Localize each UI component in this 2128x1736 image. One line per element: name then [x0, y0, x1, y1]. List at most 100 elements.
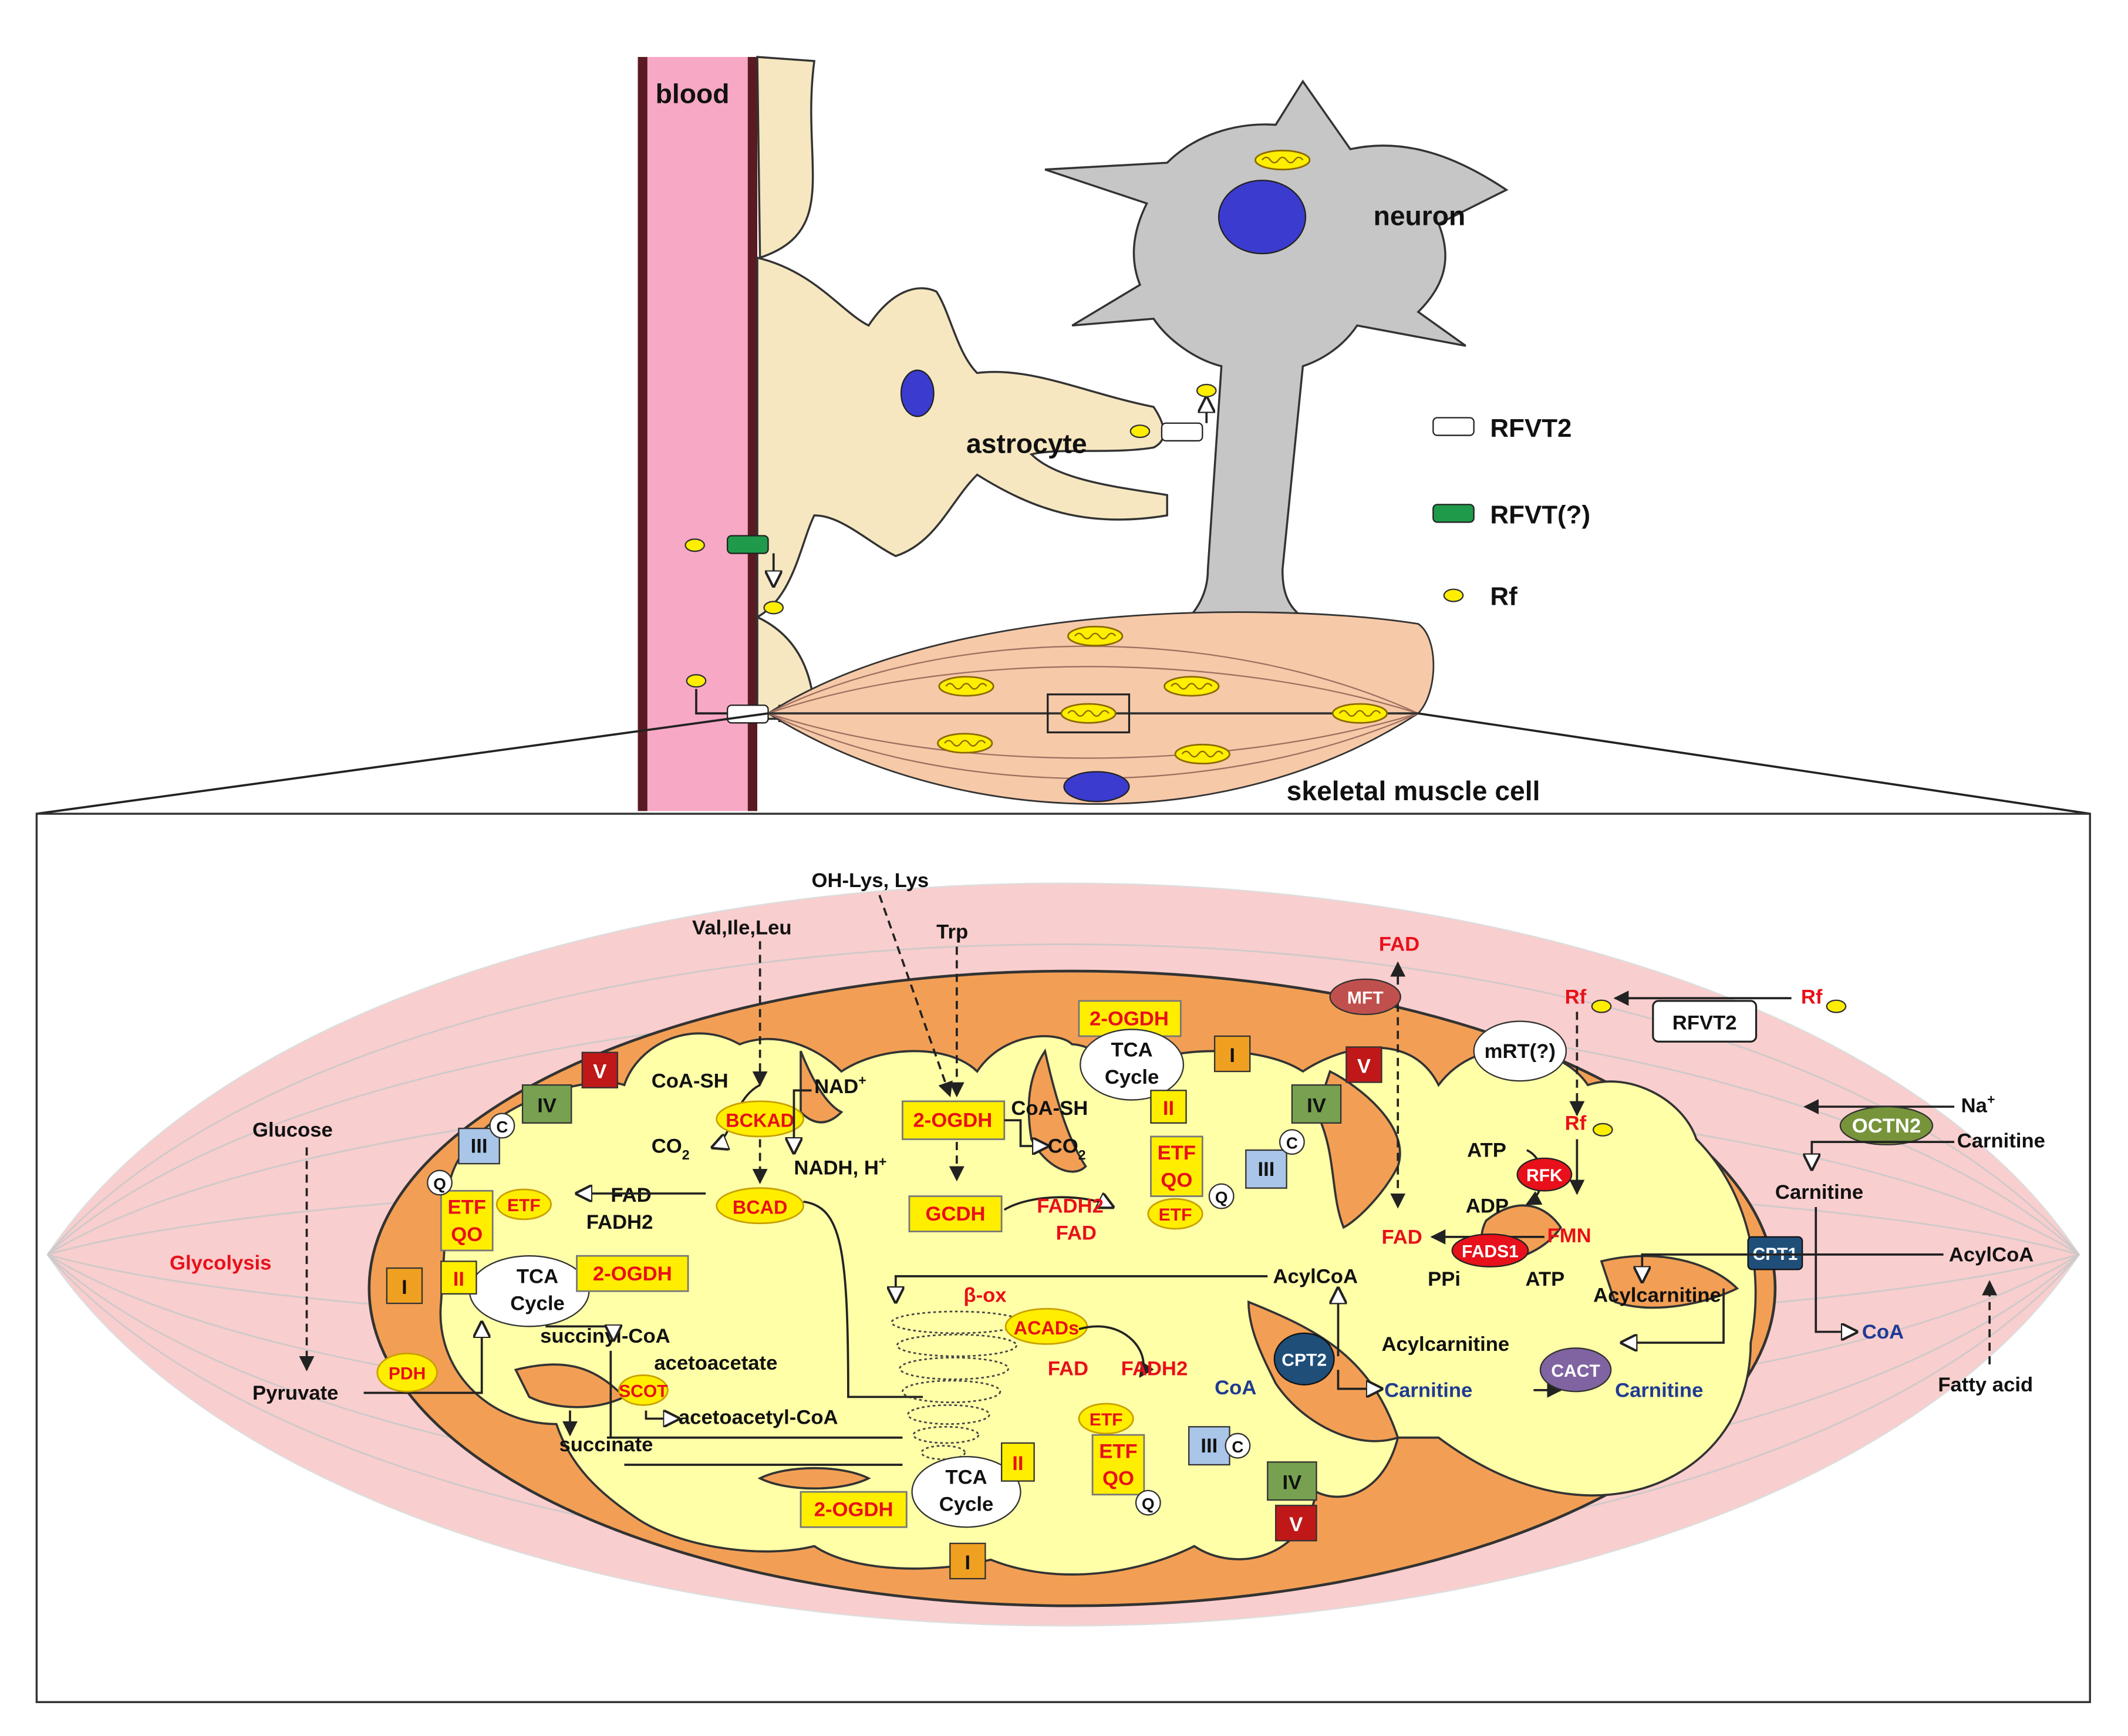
rf-matrix-label: Rf	[1565, 1112, 1587, 1134]
tca3b-label: Cycle	[939, 1494, 994, 1516]
octn2-ellipse	[1839, 1105, 1934, 1145]
complexes-top: I II V IV III C Q	[1150, 1035, 1382, 1209]
etf-l-ellipse	[495, 1188, 552, 1221]
nad-label: NAD+	[814, 1073, 866, 1098]
ogdh-mid-box	[902, 1100, 1006, 1140]
fad-matrix-label: FAD	[1381, 1226, 1422, 1248]
mft-label: MFT	[1347, 989, 1384, 1008]
cpt2-label: CPT2	[1281, 1350, 1327, 1370]
svg-text:IV: IV	[1283, 1472, 1302, 1494]
fad-gcdh-label: FAD	[1056, 1222, 1097, 1244]
acylcarnitine-top-label: Acylcarnitine	[1593, 1285, 1721, 1307]
rf-out-label: Rf	[1801, 986, 1823, 1009]
etf-l-label: ETF	[507, 1196, 541, 1215]
fad-bo-label: FAD	[1048, 1358, 1088, 1380]
legend-rf: Rf	[1490, 582, 1517, 611]
bckad-label: BCKAD	[726, 1110, 794, 1131]
bcad-ellipse	[716, 1187, 805, 1225]
svg-text:III: III	[1200, 1435, 1218, 1457]
mrt-label: mRT(?)	[1485, 1040, 1556, 1063]
rfk-ellipse	[1516, 1157, 1573, 1192]
succinyl-label: succinyl-CoA	[540, 1325, 670, 1347]
pdh-ellipse	[376, 1353, 438, 1393]
rfvt-green-transporter	[684, 535, 784, 615]
svg-text:IV: IV	[537, 1094, 557, 1117]
tca-cycle-2	[1080, 1029, 1185, 1101]
svg-text:III: III	[1258, 1158, 1275, 1181]
fmn-label: FMN	[1547, 1225, 1591, 1247]
val-ile-leu-label: Val,Ile,Leu	[692, 917, 792, 939]
acylcarnitine-in-label: Acylcarnitine	[1381, 1333, 1509, 1356]
coa-in-label: CoA	[1215, 1377, 1256, 1399]
rfvt2-legend-swatch	[1432, 417, 1475, 436]
pdh-label: PDH	[389, 1364, 426, 1383]
legend: RFVT2 RFVT(?) Rf	[1432, 414, 1590, 611]
scot-label: SCOT	[619, 1381, 668, 1401]
octn2-label: OCTN2	[1852, 1115, 1921, 1137]
fads1-ellipse	[1451, 1233, 1529, 1268]
bcad-label: BCAD	[733, 1197, 787, 1218]
svg-text:I: I	[965, 1552, 971, 1574]
tca-cycle-3	[911, 1455, 1021, 1528]
muscle-label: skeletal muscle cell	[1287, 776, 1540, 806]
cpt2-ellipse	[1273, 1332, 1335, 1386]
fadh2-bo-label: FADH2	[1121, 1358, 1188, 1380]
acads-label: ACADs	[1014, 1317, 1079, 1339]
fad-top-label: FAD	[1379, 933, 1419, 955]
etf-b-ellipse	[1078, 1403, 1134, 1435]
trp-label: Trp	[936, 921, 968, 943]
coa-out-label: CoA	[1862, 1321, 1904, 1343]
astrocyte-cell: astrocyte	[756, 56, 1168, 720]
neuron-cell: neuron	[1044, 79, 1509, 639]
nadh-label: NADH, H+	[794, 1154, 886, 1179]
acylcoa-in-label: AcylCoA	[1273, 1265, 1358, 1287]
svg-text:Q: Q	[1142, 1495, 1155, 1513]
oh-lys-label: OH-Lys, Lys	[811, 869, 929, 892]
etfqo-r2-label: QO	[1161, 1169, 1192, 1191]
ppi-label: PPi	[1428, 1268, 1461, 1290]
blood-label: blood	[656, 79, 730, 109]
acetoacetate-label: acetoacetate	[654, 1352, 777, 1374]
svg-text:C: C	[1232, 1438, 1243, 1456]
svg-text:V: V	[1357, 1055, 1371, 1077]
rf-in-label: Rf	[1565, 986, 1587, 1009]
scot-ellipse	[618, 1374, 669, 1406]
etfqo-b1-label: ETF	[1099, 1440, 1137, 1462]
tca1b-label: Cycle	[510, 1293, 565, 1315]
etfqo-l-box	[440, 1189, 494, 1252]
coash-1-label: CoA-SH	[652, 1070, 729, 1093]
tca2b-label: Cycle	[1105, 1066, 1159, 1088]
na-label: Na+	[1961, 1091, 1995, 1117]
blood-vessel: blood	[638, 57, 758, 811]
bckad-ellipse	[716, 1100, 805, 1138]
svg-text:IV: IV	[1307, 1094, 1326, 1117]
rfvt-legend-swatch	[1432, 504, 1475, 523]
mrt-ellipse	[1473, 1020, 1567, 1082]
etf-r-label: ETF	[1159, 1205, 1192, 1225]
fad-l-label: FAD	[611, 1184, 651, 1206]
cpt1-box	[1747, 1236, 1803, 1270]
rfvt2-neuron-transporter	[1129, 383, 1217, 441]
svg-text:V: V	[1289, 1513, 1303, 1536]
beta-oxidation-spiral	[891, 1310, 1023, 1461]
ogdh-b-label: 2-OGDH	[814, 1499, 893, 1521]
etfqo-r-box	[1150, 1135, 1203, 1197]
co2-2-label: CO2	[1048, 1135, 1086, 1163]
atp1-label: ATP	[1467, 1140, 1506, 1162]
ogdh-l-label: 2-OGDH	[593, 1263, 672, 1285]
etfqo-l2-label: QO	[451, 1223, 483, 1246]
glucose-label: Glucose	[252, 1119, 333, 1141]
coash-2-label: CoA-SH	[1011, 1097, 1088, 1120]
svg-text:II: II	[1163, 1097, 1174, 1120]
carnitine-matrix-label: Carnitine	[1384, 1379, 1472, 1401]
ogdh-l-box	[576, 1255, 689, 1292]
legend-rfvt-unknown: RFVT(?)	[1490, 501, 1590, 530]
tca2a-label: TCA	[1111, 1039, 1152, 1061]
rfvt2-box-label: RFVT2	[1672, 1012, 1737, 1034]
pyruvate-label: Pyruvate	[252, 1382, 338, 1404]
acylcoa-out-label: AcylCoA	[1949, 1243, 2033, 1266]
svg-text:III: III	[471, 1135, 488, 1158]
ogdh-mid-label: 2-OGDH	[913, 1110, 993, 1132]
etfqo-b-box	[1091, 1434, 1145, 1496]
